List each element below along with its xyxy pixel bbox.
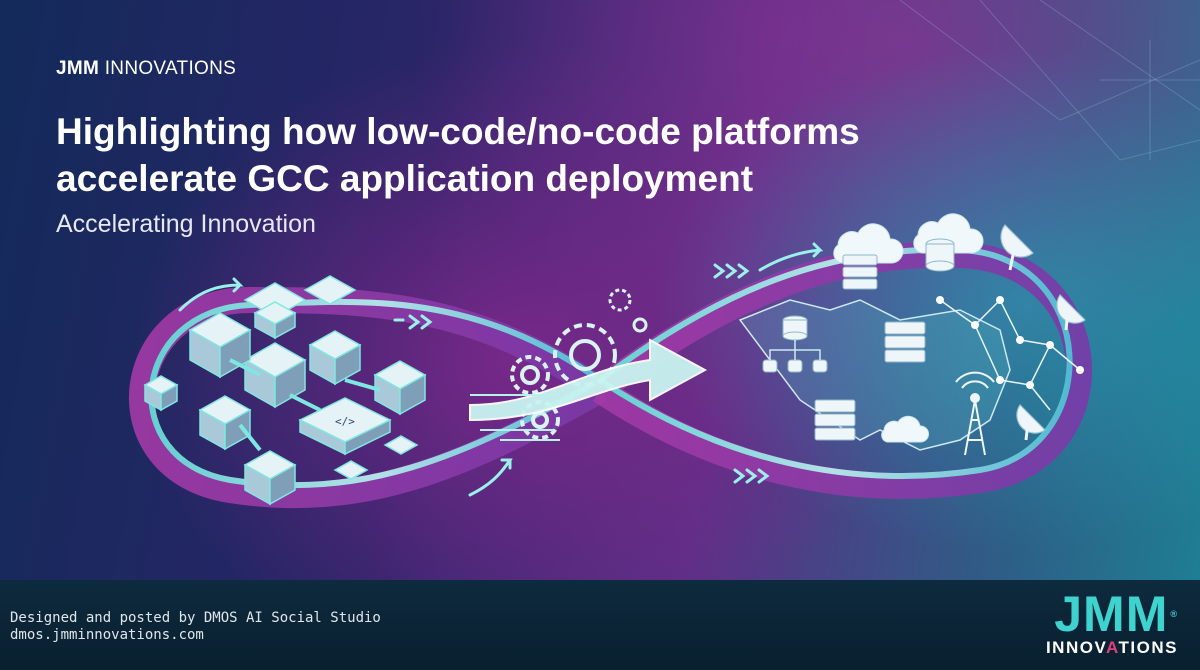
page-title: Highlighting how low-code/no-code platfo… xyxy=(56,108,996,202)
arrow-icon xyxy=(469,338,708,441)
logo-sub-part1: INNOV xyxy=(1045,638,1107,657)
right-loop-ribbon xyxy=(592,241,1093,499)
logo-sub: INNOVATIONS xyxy=(1046,638,1178,658)
background-grid xyxy=(899,0,1200,161)
brand-bold: JMM xyxy=(56,58,100,79)
footer-bar: Designed and posted by DMOS AI Social St… xyxy=(0,580,1200,670)
database-icon xyxy=(762,238,955,373)
code-window-icon: </> xyxy=(298,397,392,456)
brand-wordmark: JMM INNOVATIONS xyxy=(56,58,236,80)
credit-line: Designed and posted by DMOS AI Social St… xyxy=(10,610,381,626)
subtitle: Accelerating Innovation xyxy=(56,210,316,238)
title-line-2: accelerate GCC application deployment xyxy=(56,158,754,199)
credit-url: dmos.jmminnovations.com xyxy=(10,627,204,643)
jmm-logo: JMM® INNOVATIONS xyxy=(1046,588,1178,658)
title-line-1: Highlighting how low-code/no-code platfo… xyxy=(56,111,860,152)
infinity-illustration: </> xyxy=(129,0,1200,509)
svg-text:</>: </> xyxy=(335,415,355,428)
satellite-dish-icon xyxy=(1000,224,1086,441)
radio-tower-icon xyxy=(955,371,995,456)
hero-artwork: </> xyxy=(0,0,1200,580)
brand-rest: INNOVATIONS xyxy=(104,58,237,79)
credits: Designed and posted by DMOS AI Social St… xyxy=(10,610,381,644)
logo-sub-part2: TIONS xyxy=(1118,638,1178,657)
logo-main-text: JMM xyxy=(1054,586,1169,642)
map-outline xyxy=(738,299,1011,451)
registered-mark: ® xyxy=(1170,609,1178,619)
server-icon xyxy=(814,254,926,441)
logo-main: JMM® xyxy=(1046,588,1178,640)
logo-sub-accent: A xyxy=(1106,638,1119,657)
network-node-icon xyxy=(939,298,1081,411)
speed-arrows xyxy=(178,242,824,497)
building-block-icon xyxy=(143,275,427,506)
left-loop-ribbon xyxy=(129,286,608,509)
